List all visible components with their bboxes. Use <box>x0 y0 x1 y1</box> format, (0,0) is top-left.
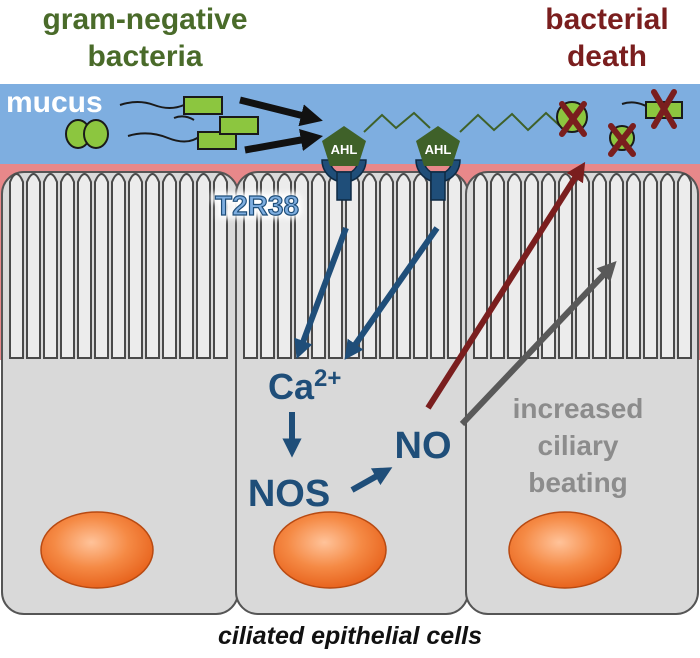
death-title-line1: bacterial <box>545 3 668 36</box>
no-label: NO <box>395 425 452 467</box>
bacteria-title-line2: bacteria <box>87 40 202 73</box>
cilium <box>43 173 58 359</box>
nucleus-middle <box>273 511 387 589</box>
cilium <box>592 173 607 359</box>
cilium <box>60 173 75 359</box>
signal-arrow <box>239 96 323 127</box>
receptor-label-glow: T2R38 <box>215 190 299 221</box>
cilium <box>575 173 590 359</box>
cilium <box>507 173 522 359</box>
calcium-label: Ca2+ <box>268 365 341 407</box>
cilium <box>26 173 41 359</box>
cilium <box>162 173 177 359</box>
no-to-cilia-arrow <box>459 261 617 427</box>
cilium <box>243 173 258 359</box>
cilium <box>311 173 326 359</box>
cilium <box>396 173 411 359</box>
cilium <box>524 173 539 359</box>
cilium <box>430 173 445 359</box>
ciliary-beating-label-line2: ciliary <box>538 430 619 461</box>
cilium <box>473 173 488 359</box>
no-to-bacteria-arrow <box>425 161 586 410</box>
calcium-superscript: 2+ <box>314 365 341 392</box>
ahl-molecule-icon <box>322 126 366 166</box>
receptor-label: T2R38 <box>215 190 299 221</box>
cilium <box>609 173 624 359</box>
cilium <box>128 173 143 359</box>
cilium <box>345 173 360 359</box>
cilium <box>413 173 428 359</box>
cilium <box>490 173 505 359</box>
cilium <box>145 173 160 359</box>
cilium <box>260 173 275 359</box>
dead-bacteria-group <box>556 89 683 157</box>
ciliary-beating-label-line3: beating <box>528 467 628 498</box>
pathway-arrow <box>294 226 349 359</box>
cilium <box>294 173 309 359</box>
cilium <box>196 173 211 359</box>
death-title-line2: death <box>567 40 647 73</box>
cilium <box>77 173 92 359</box>
cilium <box>626 173 641 359</box>
nos-label: NOS <box>248 473 330 515</box>
mucus-label: mucus <box>6 86 103 119</box>
pathway-arrow <box>344 226 440 360</box>
t2r38-receptor <box>415 159 461 201</box>
cilium <box>660 173 675 359</box>
bacteria-title-line1: gram-negative <box>42 3 247 36</box>
cilium <box>362 173 377 359</box>
flagellum <box>621 101 647 107</box>
cilium <box>277 173 292 359</box>
cilium <box>643 173 658 359</box>
rod-bacterium-icon <box>183 96 223 115</box>
flagellum <box>173 115 195 121</box>
cilium <box>379 173 394 359</box>
nucleus-left <box>40 511 154 589</box>
rod-bacterium-icon <box>219 116 259 135</box>
flagellum <box>127 132 201 143</box>
cilium <box>447 173 462 359</box>
t2r38-receptor <box>321 159 367 201</box>
cilium <box>111 173 126 359</box>
flagellum <box>119 101 185 109</box>
cilia <box>9 173 692 359</box>
coccus-icon <box>83 119 109 149</box>
ahl-acyl-chain <box>363 111 431 133</box>
cilium <box>677 173 692 359</box>
rod-bacterium-icon <box>197 131 237 150</box>
cilium <box>213 173 228 359</box>
nucleus-right <box>508 511 622 589</box>
calcium-base: Ca <box>268 366 315 407</box>
signal-arrow <box>244 128 324 154</box>
kill-mark-icon <box>559 89 677 157</box>
cilium <box>94 173 109 359</box>
pathway-arrow <box>350 467 393 493</box>
ahl-label: AHL <box>425 142 452 157</box>
cilium <box>179 173 194 359</box>
cells-caption: ciliated epithelial cells <box>218 622 482 650</box>
ahl-acyl-chain <box>459 111 561 133</box>
bacteria-group <box>65 96 259 150</box>
ahl-label: AHL <box>331 142 358 157</box>
ahl-molecule-icon <box>416 126 460 166</box>
ciliary-beating-label-line1: increased <box>513 393 644 424</box>
cilium <box>9 173 24 359</box>
